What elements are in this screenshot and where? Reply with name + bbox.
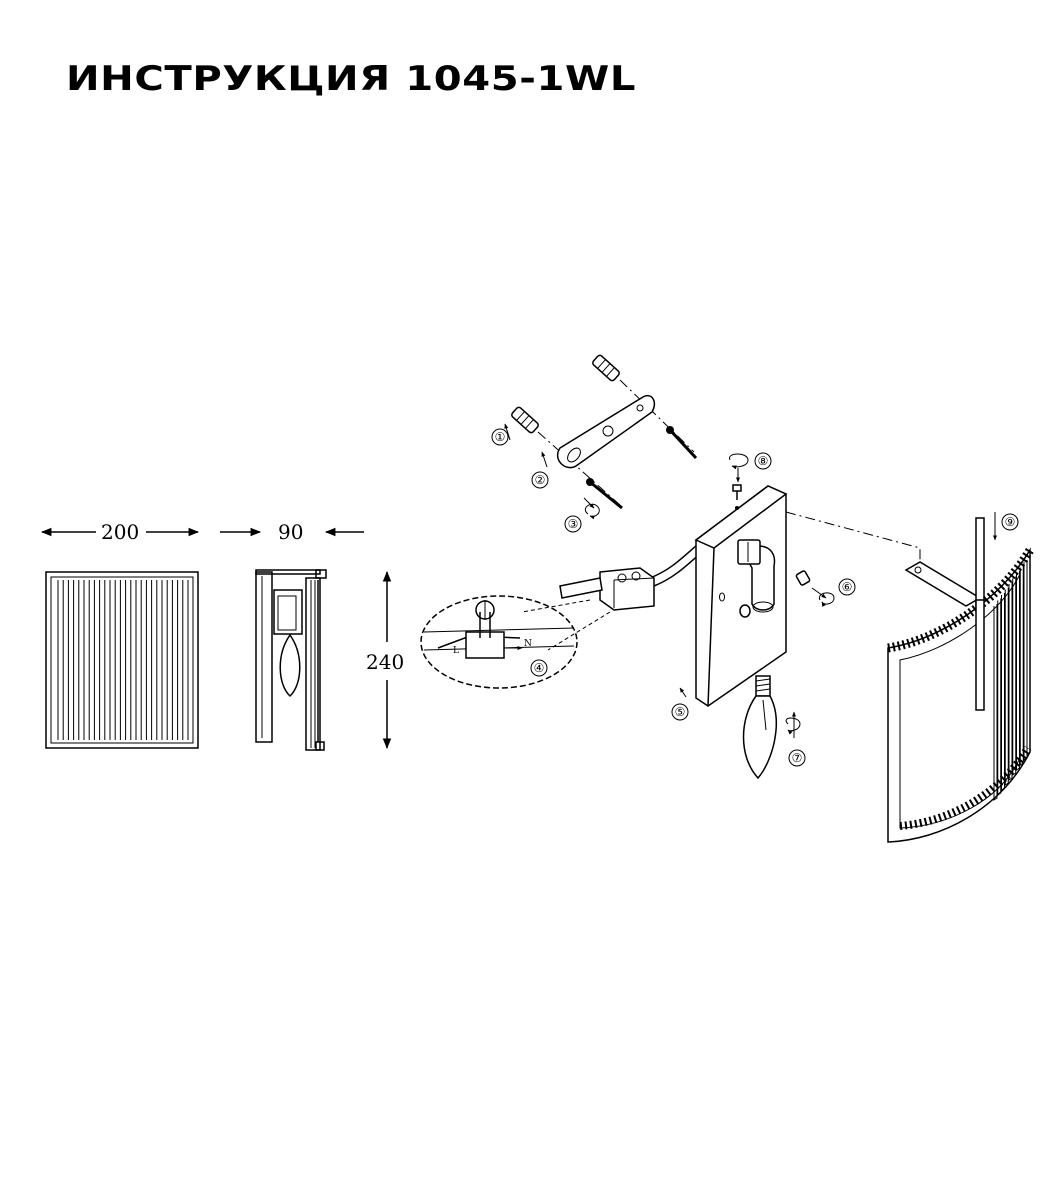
front-view: 200 [40,520,200,749]
lamp-socket [737,539,776,618]
step-2-badge: ② [531,471,549,489]
step-labels: ① ② ③ ④ ⑤ ⑥ ⑦ ⑧ ⑨ [491,428,1019,767]
step-7-badge: ⑦ [788,749,806,767]
side-view-socket [273,589,303,635]
svg-text:①: ① [495,430,506,444]
step-3-badge: ③ [564,515,582,533]
light-bulb [742,675,801,780]
mounting-bracket-assembly [504,354,698,520]
svg-text:⑨: ⑨ [1005,515,1016,529]
side-view-wall-plate [255,571,273,743]
svg-text:⑤: ⑤ [675,705,686,719]
lamp-base-plate [679,485,788,707]
height-dimension-label: 240 [366,650,404,674]
shade-slats [993,560,1028,801]
top-fixing-screw [729,453,749,500]
mounting-screw-right [666,426,698,460]
step-1-badge: ① [491,428,509,446]
terminal-block-assembly [521,543,703,651]
wall-anchor-right [592,354,620,382]
step-9-badge: ⑨ [1001,513,1019,531]
socket-nut [795,570,835,607]
svg-text:④: ④ [534,661,545,675]
svg-text:③: ③ [568,517,579,531]
svg-text:②: ② [535,473,546,487]
curved-shade [887,512,1034,843]
front-view-frame [45,571,199,749]
svg-text:⑧: ⑧ [758,454,769,468]
wall-anchor-left [511,406,539,434]
depth-dimension-label: 90 [278,520,303,544]
step-6-badge: ⑥ [838,578,856,596]
shade-bracket-arm [904,561,982,607]
terminal-block [599,567,655,611]
width-dimension-label: 200 [101,520,139,544]
wire-label-l: L [453,646,459,656]
supply-cable [559,577,603,599]
step-5-badge: ⑤ [671,703,689,721]
front-view-slats [57,580,189,740]
assembly-guide-line [785,511,921,560]
svg-text:⑦: ⑦ [792,751,803,765]
detail-terminal-block [465,631,505,659]
svg-text:⑥: ⑥ [842,580,853,594]
side-view-shade [305,577,321,751]
side-view-bulb [279,633,301,698]
wire-label-n: N [524,639,532,649]
step-8-badge: ⑧ [754,452,772,470]
step-4-badge: ④ [530,659,548,677]
side-view: 90 240 [220,520,404,751]
wiring-detail-bubble: L N [420,595,578,689]
mounting-plate [556,395,656,469]
page-title: ИНСТРУКЦИЯ 1045-1WL [66,59,637,99]
mounting-screw-left [586,478,623,510]
